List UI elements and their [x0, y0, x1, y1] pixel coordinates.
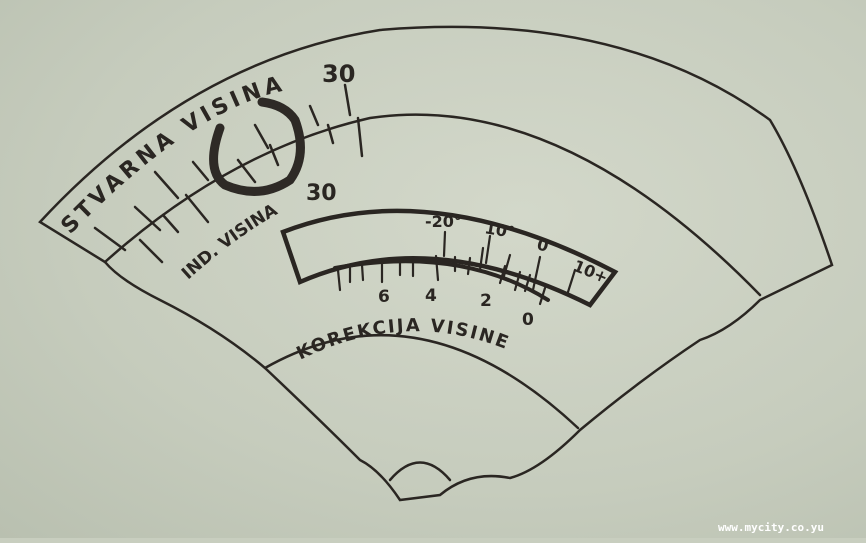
temp-tick-0: 0	[535, 235, 551, 256]
correction-scale-ticks	[336, 230, 577, 306]
temp-tick-minus20: -20°	[425, 212, 462, 231]
bottom-knob	[388, 461, 452, 482]
correction-arc	[333, 259, 550, 302]
temp-tick-10: 10°	[483, 218, 516, 242]
outer-scale-30: 30	[322, 60, 355, 88]
scale-divider-arc	[103, 113, 762, 297]
correction-tick-2: 2	[480, 291, 492, 311]
index-ring	[209, 97, 305, 196]
correction-tick-4: 4	[425, 286, 437, 306]
outer-scale-ticks	[93, 83, 364, 264]
correction-tick-6: 6	[378, 287, 390, 307]
watermark: www.mycity.co.yu	[718, 521, 824, 534]
bottom-arc	[263, 334, 580, 430]
korekcija-visine-label: KOREKCIJA VISINE	[293, 315, 513, 364]
inner-scale-30: 30	[306, 181, 337, 206]
correction-tick-0: 0	[522, 310, 534, 330]
ind-visina-label: IND. VISINA	[178, 200, 282, 284]
temp-tick-10-plus: 10+	[571, 256, 611, 287]
